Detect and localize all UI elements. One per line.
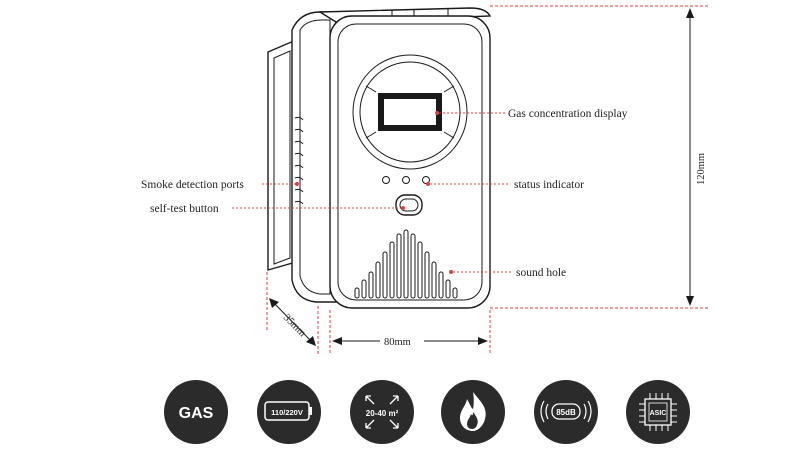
svg-text:GAS: GAS [179,405,214,422]
svg-text:20-40 m²: 20-40 m² [366,409,399,418]
coverage-area-icon: 20-40 m² [350,380,414,444]
gas-icon: GAS [164,380,228,444]
sound-hole-grille [354,229,458,299]
label-gas-display: Gas concentration display [508,108,628,120]
smoke-ports-shape [294,116,304,205]
led-1 [382,176,390,184]
asic-chip-icon: ASIC [626,380,690,444]
dimension-height: 120mm [490,5,710,309]
callout-sound-hole: sound hole [449,267,566,279]
sound-85db-icon: 85dB [534,380,598,444]
label-status-indicator: status indicator [514,179,584,191]
dim-width-label: 80mm [384,337,411,348]
dim-height-label: 120mm [696,153,707,185]
callout-status-indicator: status indicator [426,179,584,191]
flame-icon [441,380,505,444]
feature-icons-row: GAS 110/220V 20-40 m² [164,380,690,444]
dimension-width: 80mm [329,310,491,355]
detector-device [267,7,492,309]
svg-text:110/220V: 110/220V [271,408,303,417]
dim-depth-label: 35mm [281,312,308,339]
label-self-test: self-test button [150,203,219,215]
callout-smoke-ports: Smoke detection ports [141,179,299,191]
led-3 [422,176,430,184]
label-sound-hole: sound hole [516,267,566,279]
svg-text:ASIC: ASIC [650,410,667,417]
svg-text:85dB: 85dB [556,408,576,417]
voltage-icon: 110/220V [257,380,321,444]
callout-self-test: self-test button [150,203,405,215]
label-smoke-ports: Smoke detection ports [141,179,244,191]
callout-gas-display: Gas concentration display [435,108,628,120]
led-2 [402,176,410,184]
